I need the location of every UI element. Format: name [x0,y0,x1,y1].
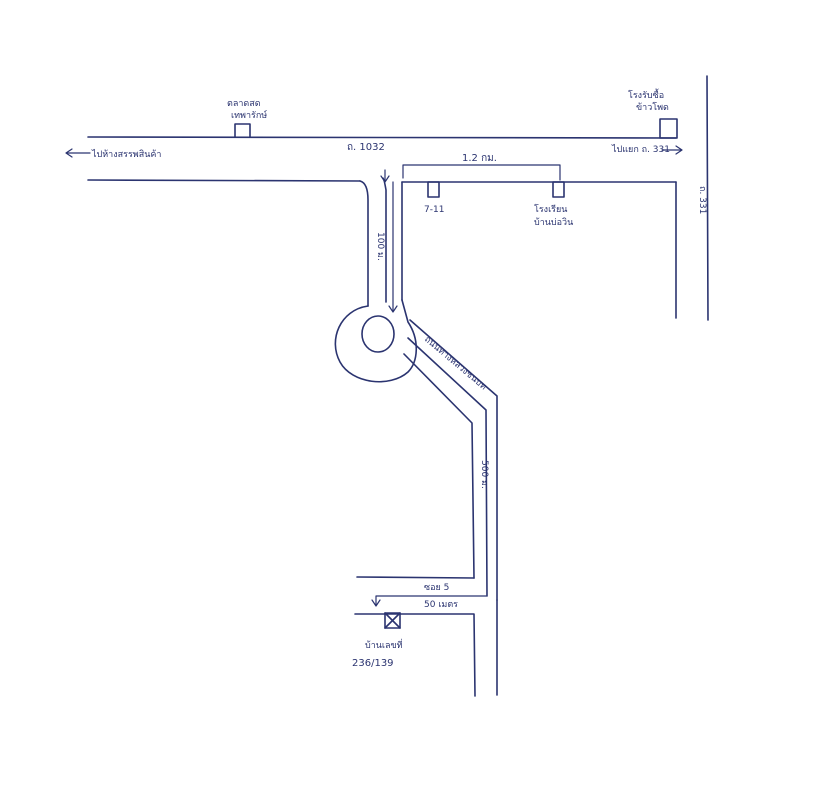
mill-label-2: ข้าวโพด [636,102,669,113]
school-label-1: โรงเรียน [534,204,567,215]
house-marker-cross [384,612,401,629]
soi-top-edge [356,576,475,579]
right-road-right-edge [706,75,709,321]
roundabout-outer [334,299,418,383]
arrow-left [65,148,91,158]
mill-landmark [659,118,678,139]
distance-100m-label: 100 ม. [375,232,385,261]
soi-bottom-edge [354,613,476,697]
roundabout-island [361,315,395,353]
school-label-2: บ้านบ่อวิน [534,217,573,228]
direction-right-label: ไปแยก ถ. 331 [611,144,670,155]
mill-label-1: โรงรับซื้อ [628,88,664,101]
market-landmark [234,123,251,138]
house-marker [384,612,401,629]
store-711-label: 7-11 [424,205,444,215]
direction-left-label: ไปห้างสรรพสินค้า [91,149,161,160]
school-landmark [552,181,565,198]
main-road-label: ถ. 1032 [347,142,385,153]
market-label-2: เทพารักษ์ [231,109,267,121]
diagonal-road-label: ถนนทางหลวงชนบท [422,335,488,393]
distance-bracket [402,164,561,181]
soi-label: ซอย 5 [424,583,449,593]
arrow-soi-left [371,595,487,607]
diagonal-road-center [407,337,488,597]
store-711-landmark [427,181,440,198]
distance-50m-label: 50 เมตร [424,600,458,610]
side-road-left-edge [359,180,369,307]
distance-500m-label: 500 ม. [479,460,489,489]
arrow-down-start [380,169,390,183]
diagonal-road-lower-edge [403,353,475,579]
house-label-1: บ้านเลขที่ [365,638,403,651]
main-road-bottom-edge-left [87,179,361,182]
arrow-down-side-road [388,181,398,313]
right-road-label: ถ. 331 [697,186,707,214]
distance-top-label: 1.2 กม. [462,153,497,164]
main-road-top-edge [87,136,677,139]
arrow-right [661,145,683,155]
market-label-1: ตลาดสด [227,99,261,109]
diagonal-road-upper-edge [409,319,498,601]
house-label-2: 236/139 [352,658,394,669]
